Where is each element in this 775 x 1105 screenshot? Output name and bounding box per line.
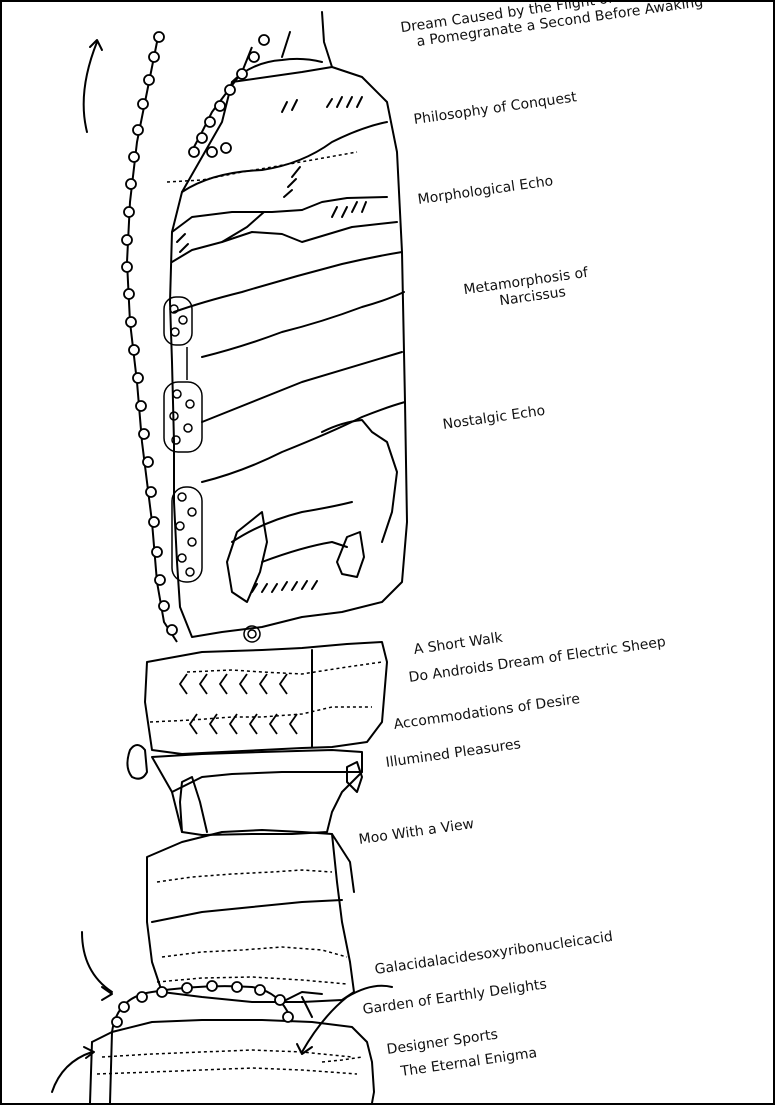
bolt-line-right — [194, 47, 252, 147]
middle-block-upper — [145, 642, 387, 754]
upper-formation-outline — [170, 67, 407, 637]
approach-arrow — [84, 42, 97, 132]
hold-cluster — [164, 297, 192, 345]
base-block — [92, 1020, 374, 1103]
